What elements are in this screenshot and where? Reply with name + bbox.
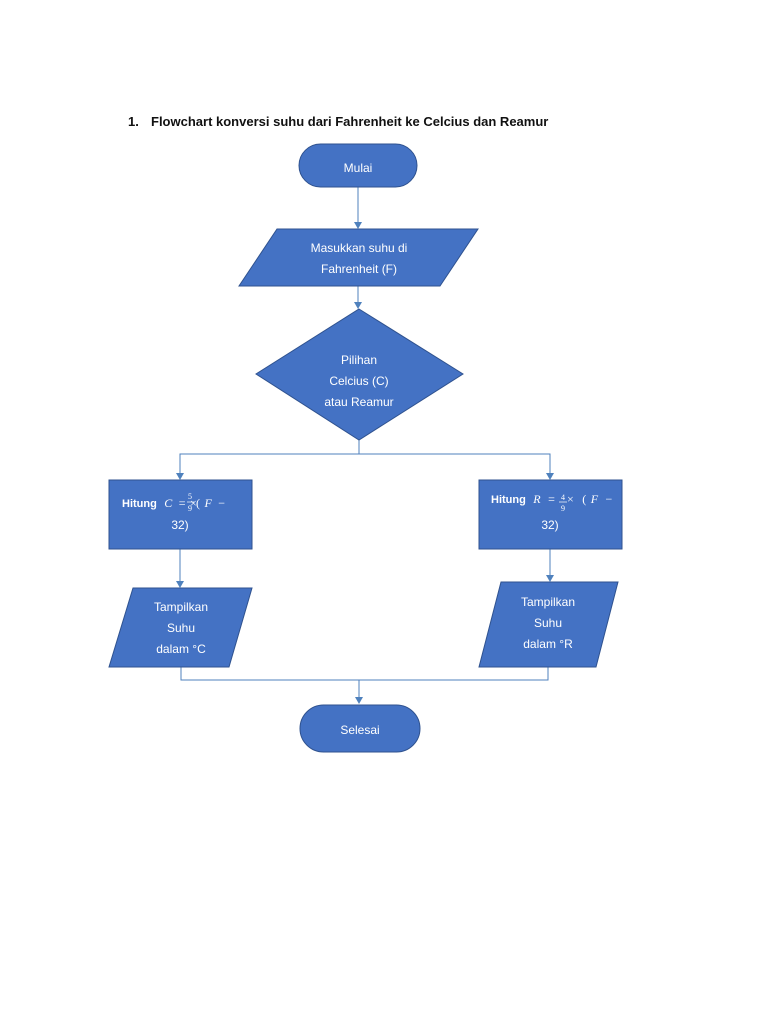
formula-variable: C [164,496,173,510]
output-reamur-line-1: Tampilkan [521,595,575,609]
fraction-numerator: 5 [188,492,192,501]
formula-equals: = [548,492,555,506]
process-celcius: Hitung C = × 5 9 ( F − 32) [108,479,253,550]
output-reamur-line-3: dalam °R [523,637,573,651]
connector-decision-branches [179,440,360,474]
arrowhead [546,575,554,582]
connector-merge [180,667,549,681]
arrowhead [546,473,554,480]
formula-reamur-line-1: Hitung R = [491,490,555,507]
arrowhead [355,697,363,704]
formula-celcius-tail: ( F − [196,494,225,511]
formula-prefix: Hitung [491,494,526,506]
fraction-denominator: 9 [188,504,192,513]
process-reamur: Hitung R = 4 9 × ( F − 32) [478,479,623,550]
start-label: Mulai [344,161,373,175]
heading-text: Flowchart konversi suhu dari Fahrenheit … [151,114,549,129]
decision-diamond: Pilihan Celcius (C) atau Reamur [255,308,464,441]
output-reamur-line-2: Suhu [534,616,562,630]
formula-celcius-line-2: 32) [171,518,188,532]
output-celcius-line-2: Suhu [167,621,195,635]
formula-prefix: Hitung [122,498,157,510]
decision-line-1: Pilihan [341,353,377,367]
arrowhead [354,222,362,229]
heading-number: 1. [128,114,139,129]
end-label: Selesai [340,723,379,737]
fraction-denominator: 9 [561,504,565,513]
formula-variable: R [532,492,541,506]
decision-line-2: Celcius (C) [329,374,388,388]
arrowhead [176,581,184,588]
arrowhead [354,302,362,309]
formula-f: F [590,492,599,506]
formula-reamur-line-2: 32) [541,518,558,532]
formula-paren: ( [196,496,200,510]
connector-decision-right [359,453,551,474]
connectors [176,187,554,704]
output-celcius-line-1: Tampilkan [154,600,208,614]
start-terminator: Mulai [298,143,418,188]
arrowhead [176,473,184,480]
end-terminator: Selesai [299,704,421,753]
formula-equals: = [179,496,186,510]
output-celcius-line-3: dalam °C [156,642,206,656]
formula-f: F [203,496,212,510]
formula-times: × [567,492,574,506]
page-heading: 1. Flowchart konversi suhu dari Fahrenhei… [128,114,548,129]
decision-line-3: atau Reamur [324,395,393,409]
formula-paren: ( [582,492,586,506]
formula-minus: − [605,492,612,506]
output-reamur: Tampilkan Suhu dalam °R [478,581,619,668]
input-line-2: Fahrenheit (F) [321,262,397,276]
fraction-numerator: 4 [561,493,565,502]
formula-reamur-tail: × ( F − [567,490,612,507]
output-celcius: Tampilkan Suhu dalam °C [108,587,253,668]
formula-times: × [190,496,197,510]
input-line-1: Masukkan suhu di [311,241,408,255]
input-parallelogram: Masukkan suhu di Fahrenheit (F) [238,228,479,287]
formula-minus: − [218,496,225,510]
formula-celcius-line-1: Hitung C = × [122,494,197,511]
